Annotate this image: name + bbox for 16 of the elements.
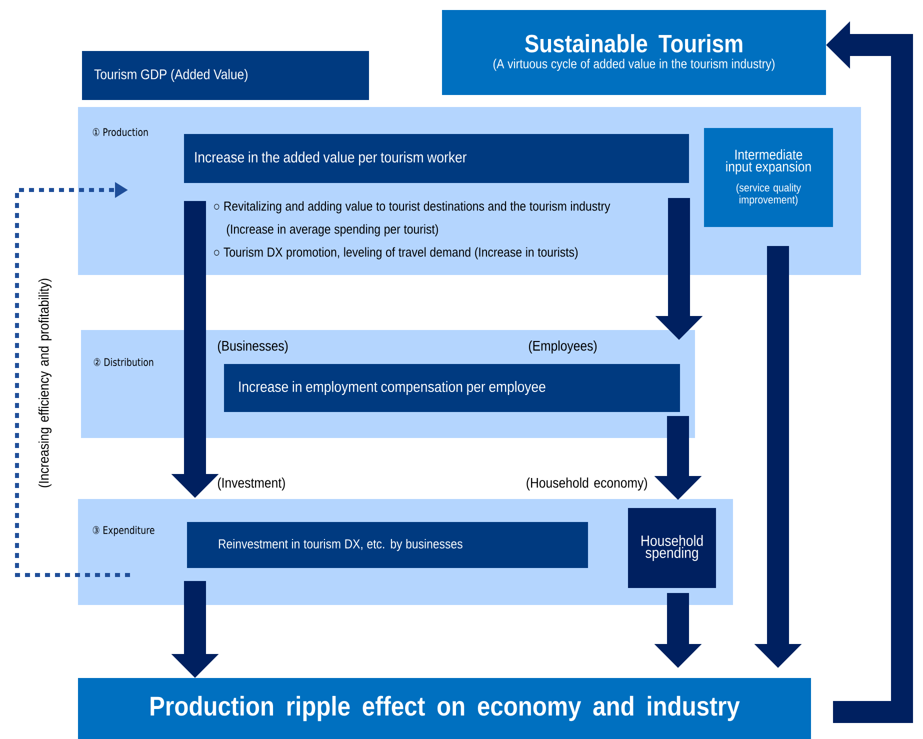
input-box: Intermediate input expansion (service quality improvement) xyxy=(704,128,833,227)
edge-label: (Increasing efficiency and profitability) xyxy=(37,277,53,489)
group-label: (Businesses) xyxy=(218,340,288,354)
title-box: Sustainable Tourism (A virtuous cycle of added value in the tourism industry) xyxy=(442,10,826,95)
flow-label: (Investment) xyxy=(218,477,285,491)
outcome-box: Production ripple effect on economy and industry xyxy=(78,678,811,739)
bullet-text: ○ Tourism DX promotion, leveling of travel demand (Increase in tourists) xyxy=(214,247,578,260)
process-box: Increase in employment compensation per employee xyxy=(224,364,680,412)
flow-label: (Household economy) xyxy=(526,477,647,491)
arrow xyxy=(15,182,130,577)
bullet-text: ○ Revitalizing and adding value to tourist destinations and the tourism industry (Increase in average spending per tourist) xyxy=(214,201,610,236)
process-box: Increase in the added value per tourism worker xyxy=(184,134,689,183)
process-box: Reinvestment in tourism DX, etc. by businesses xyxy=(187,522,588,568)
spending-box: Household spending xyxy=(628,508,716,588)
header-box: Tourism GDP (Added Value) xyxy=(82,51,369,100)
group-label: (Employees) xyxy=(528,340,597,354)
